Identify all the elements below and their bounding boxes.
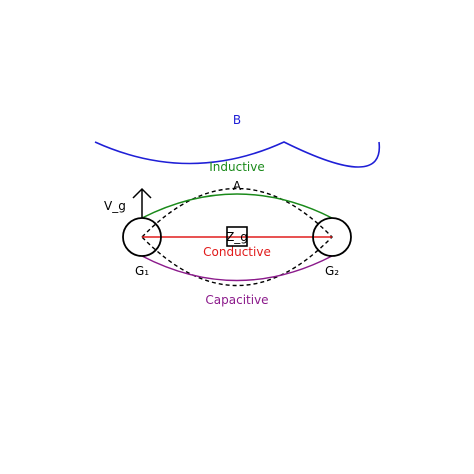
label-zg: Z_g [226, 230, 248, 244]
label-g1: G₁ [135, 264, 149, 278]
capacitive-arc [141, 255, 333, 282]
inductive-arc [141, 193, 333, 219]
b-curve [94, 141, 381, 168]
node-g2-circle [312, 217, 352, 257]
label-conductive: Conductive [203, 245, 271, 259]
impedance-box [226, 226, 248, 247]
label-capacitive: Capacitive [205, 293, 268, 307]
label-vg: V_g [104, 199, 126, 213]
vg-arrow-head [132, 187, 152, 199]
label-a: A [233, 179, 242, 193]
label-b: B [233, 113, 241, 127]
label-g2: G₂ [325, 264, 339, 278]
label-inductive: Inductive [209, 160, 265, 174]
